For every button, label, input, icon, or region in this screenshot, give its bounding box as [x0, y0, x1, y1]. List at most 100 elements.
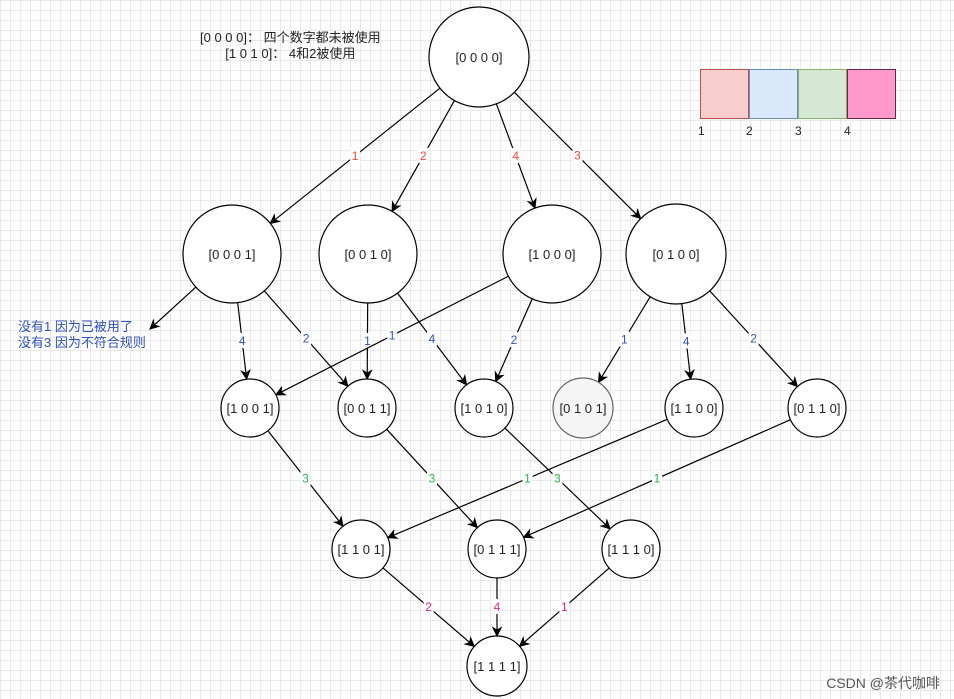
state-node-1111: [1 1 1 1] — [466, 635, 528, 697]
edge-label: 2 — [420, 149, 427, 163]
edge-label: 1 — [561, 600, 568, 614]
state-node-0110: [0 1 1 0] — [787, 378, 847, 438]
edge-label-bg — [510, 147, 521, 163]
state-node-circle — [182, 204, 282, 304]
state-node-0100: [0 1 0 0] — [625, 203, 727, 305]
edge-n0001-side_note — [149, 286, 197, 330]
edge-label: 4 — [239, 334, 246, 348]
state-node-0001: [0 0 0 1] — [182, 204, 282, 304]
edge-label: 2 — [750, 332, 757, 346]
state-node-0000: [0 0 0 0] — [428, 6, 530, 108]
state-node-0011: [0 0 1 1] — [337, 378, 397, 438]
edge-label: 4 — [683, 334, 690, 348]
state-node-label: [0 0 1 0] — [345, 247, 392, 262]
edge-label: 4 — [429, 332, 436, 346]
top-annotation-line1: [0 0 0 0]： 四个数字都未被使用 — [200, 30, 381, 45]
state-node-label: [0 0 1 1] — [344, 401, 391, 416]
nodes-layer: [0 0 0 0] [0 0 0 1] [0 0 1 0] [1 0 0 0] [0 1… — [182, 6, 847, 697]
state-node-circle — [502, 204, 602, 304]
state-node-label: [1 0 0 1] — [227, 401, 274, 416]
edge-label-bg — [559, 599, 570, 615]
state-node-circle — [466, 635, 528, 697]
legend-label-3: 3 — [795, 124, 802, 138]
edge-label: 1 — [621, 333, 628, 347]
state-node-0010: [0 0 1 0] — [318, 204, 418, 304]
state-node-label: [1 0 0 0] — [529, 247, 576, 262]
legend-label-2: 2 — [746, 124, 753, 138]
edge-label: 1 — [364, 334, 371, 348]
edge-label-bg — [423, 599, 434, 615]
edge-label-bg — [418, 147, 429, 163]
state-node-1100: [1 1 0 0] — [664, 378, 724, 438]
state-node-circle — [625, 203, 727, 305]
edge-label-bg — [748, 330, 759, 346]
edges-layer: 1 2 4 3 4 2 1 4 1 2 1 4 2 3 3 3 1 1 2 4 1 — [149, 87, 799, 648]
state-node-0111: [0 1 1 1] — [467, 519, 527, 579]
legend-swatch-2 — [749, 69, 798, 119]
edge-label: 1 — [654, 472, 661, 486]
edge-label-bg — [427, 330, 438, 346]
state-node-1110: [1 1 1 0] — [601, 519, 661, 579]
edge-label-bg — [387, 327, 398, 343]
top-annotation-line2: [1 0 1 0]： 4和2被使用 — [225, 46, 356, 61]
edge-label-bg — [492, 599, 502, 614]
state-node-label: [0 0 0 0] — [456, 50, 503, 65]
state-node-circle — [428, 6, 530, 108]
edge-label: 1 — [352, 149, 359, 163]
state-node-0101: [0 1 0 1] — [552, 377, 614, 439]
state-node-label: [1 1 0 0] — [671, 401, 718, 416]
edge-label: 3 — [302, 472, 309, 486]
state-node-circle — [467, 519, 527, 579]
state-node-circle — [601, 519, 661, 579]
legend-swatch-3 — [798, 69, 847, 119]
state-node-label: [0 1 0 0] — [653, 247, 700, 262]
state-node-circle — [552, 377, 614, 439]
edge-label: 4 — [512, 149, 519, 163]
state-node-circle — [787, 378, 847, 438]
edge-label-bg — [681, 333, 692, 349]
state-node-circle — [220, 378, 280, 438]
side-annotation-line1: 没有1 因为已被用了 — [18, 319, 133, 334]
side-annotation: 没有1 因为已被用了没有3 因为不符合规则 — [18, 319, 146, 351]
edge-label-bg — [652, 470, 662, 486]
state-node-1000: [1 0 0 0] — [502, 204, 602, 304]
edge-label: 2 — [511, 333, 518, 347]
state-node-circle — [664, 378, 724, 438]
state-node-label: [1 1 1 1] — [474, 659, 521, 674]
legend-swatch-1 — [700, 69, 749, 119]
state-node-1001: [1 0 0 1] — [220, 378, 280, 438]
state-node-label: [1 0 1 0] — [461, 401, 508, 416]
edge-label: 2 — [303, 332, 310, 346]
state-node-1010: [1 0 1 0] — [454, 378, 514, 438]
state-node-label: [1 1 0 1] — [338, 542, 385, 557]
edge-label-bg — [427, 470, 437, 486]
state-node-label: [1 1 1 0] — [608, 542, 655, 557]
edge-label-bg — [552, 470, 563, 486]
side-annotation-line2: 没有3 因为不符合规则 — [18, 335, 146, 350]
edge-label-bg — [301, 330, 312, 346]
state-node-1101: [1 1 0 1] — [331, 519, 391, 579]
edge-label: 2 — [425, 600, 432, 614]
edge-label-bg — [300, 470, 311, 486]
edge-label: 3 — [554, 472, 561, 486]
edge-label-bg — [237, 332, 248, 348]
state-node-label: [0 1 1 0] — [794, 401, 841, 416]
edge-label-bg — [508, 332, 519, 348]
state-node-circle — [318, 204, 418, 304]
state-node-label: [0 1 1 1] — [474, 542, 521, 557]
state-node-circle — [337, 378, 397, 438]
state-node-label: [0 0 0 1] — [209, 247, 256, 262]
edge-label: 1 — [389, 329, 396, 343]
legend-label-1: 1 — [698, 124, 705, 138]
state-node-circle — [454, 378, 514, 438]
state-node-label: [0 1 0 1] — [560, 401, 607, 416]
edge-label-bg — [522, 470, 533, 486]
edge-label: 3 — [574, 149, 581, 163]
top-annotation: [0 0 0 0]： 四个数字都未被使用[1 0 1 0]： 4和2被使用 — [200, 30, 381, 62]
edge-label: 4 — [494, 600, 501, 614]
watermark: CSDN @茶代咖啡 — [826, 675, 940, 691]
edge-label: 1 — [524, 472, 531, 486]
edge-label: 3 — [429, 472, 436, 486]
state-node-circle — [331, 519, 391, 579]
